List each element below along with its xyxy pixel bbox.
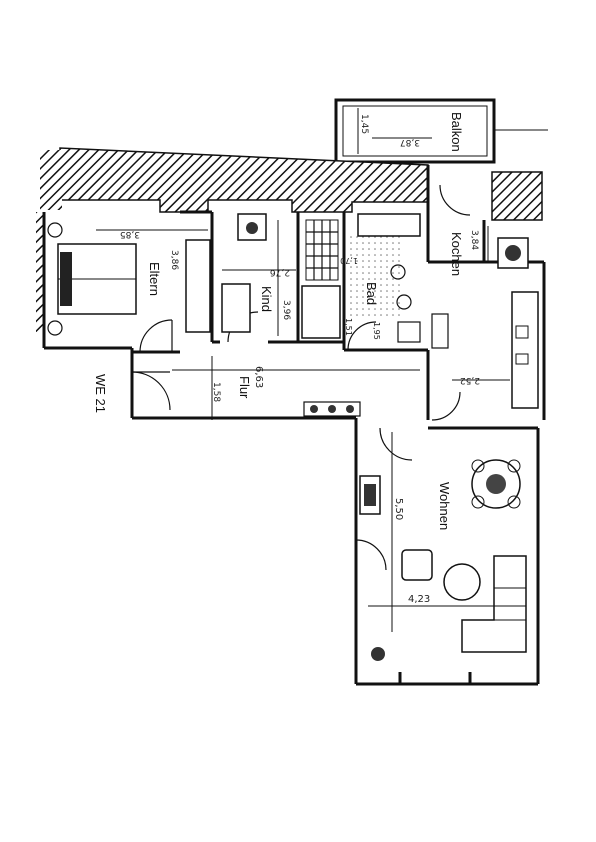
dim-flur-width: 1,58	[211, 382, 221, 402]
bed	[57, 243, 137, 315]
shoe-rack	[303, 401, 361, 417]
bathroom-floor	[348, 213, 421, 343]
exterior-wall-hatch	[36, 147, 543, 332]
plant	[371, 647, 385, 661]
room-label-eltern: Eltern	[147, 262, 162, 296]
coffee-table	[443, 563, 481, 601]
kitchen-counter	[431, 291, 539, 409]
dim-balkon-depth: 1,45	[359, 114, 369, 134]
room-label-balkon: Balkon	[449, 112, 464, 152]
balkon-area	[334, 98, 548, 164]
bed-kind	[221, 283, 251, 333]
room-label-bad: Bad	[364, 282, 379, 305]
dim-wohnen-length: 5,50	[393, 498, 404, 520]
dim-eltern-width: 3,85	[120, 229, 140, 239]
wardrobe-eltern	[185, 239, 211, 333]
room-label-kind: Kind	[259, 286, 274, 312]
unit-label: WE 21	[93, 374, 108, 413]
dim-kochen-width: 3,84	[469, 230, 479, 250]
armchair	[401, 549, 433, 581]
sofa	[461, 555, 527, 653]
tv-unit	[359, 475, 381, 515]
dimension-lines	[96, 220, 526, 632]
dim-bad-b: 1,51	[344, 318, 353, 336]
dim-kind-width: 2,76	[270, 267, 290, 277]
dim-wohnen-width: 4,23	[408, 594, 430, 605]
dining-table	[471, 459, 521, 509]
walls	[42, 165, 546, 686]
nightstands	[47, 222, 63, 336]
room-label-flur: Flur	[237, 376, 252, 399]
dim-eltern-depth: 3,86	[169, 250, 179, 270]
dim-flur-length: 6,63	[253, 366, 264, 388]
room-label-wohnen: Wohnen	[437, 482, 452, 530]
dim-kind-depth: 3,96	[281, 300, 291, 320]
dim-kochen-depth: 2,52	[460, 375, 480, 385]
room-label-kochen: Kochen	[449, 232, 464, 276]
shelf-kind	[301, 219, 341, 339]
dim-balkon-width: 3,87	[400, 137, 420, 147]
kitchen-table	[497, 237, 529, 269]
desk-kind	[237, 213, 267, 241]
dim-bad-c: 1,95	[372, 322, 381, 340]
doors	[131, 184, 471, 571]
dim-bad-a: 1,70	[340, 256, 358, 265]
